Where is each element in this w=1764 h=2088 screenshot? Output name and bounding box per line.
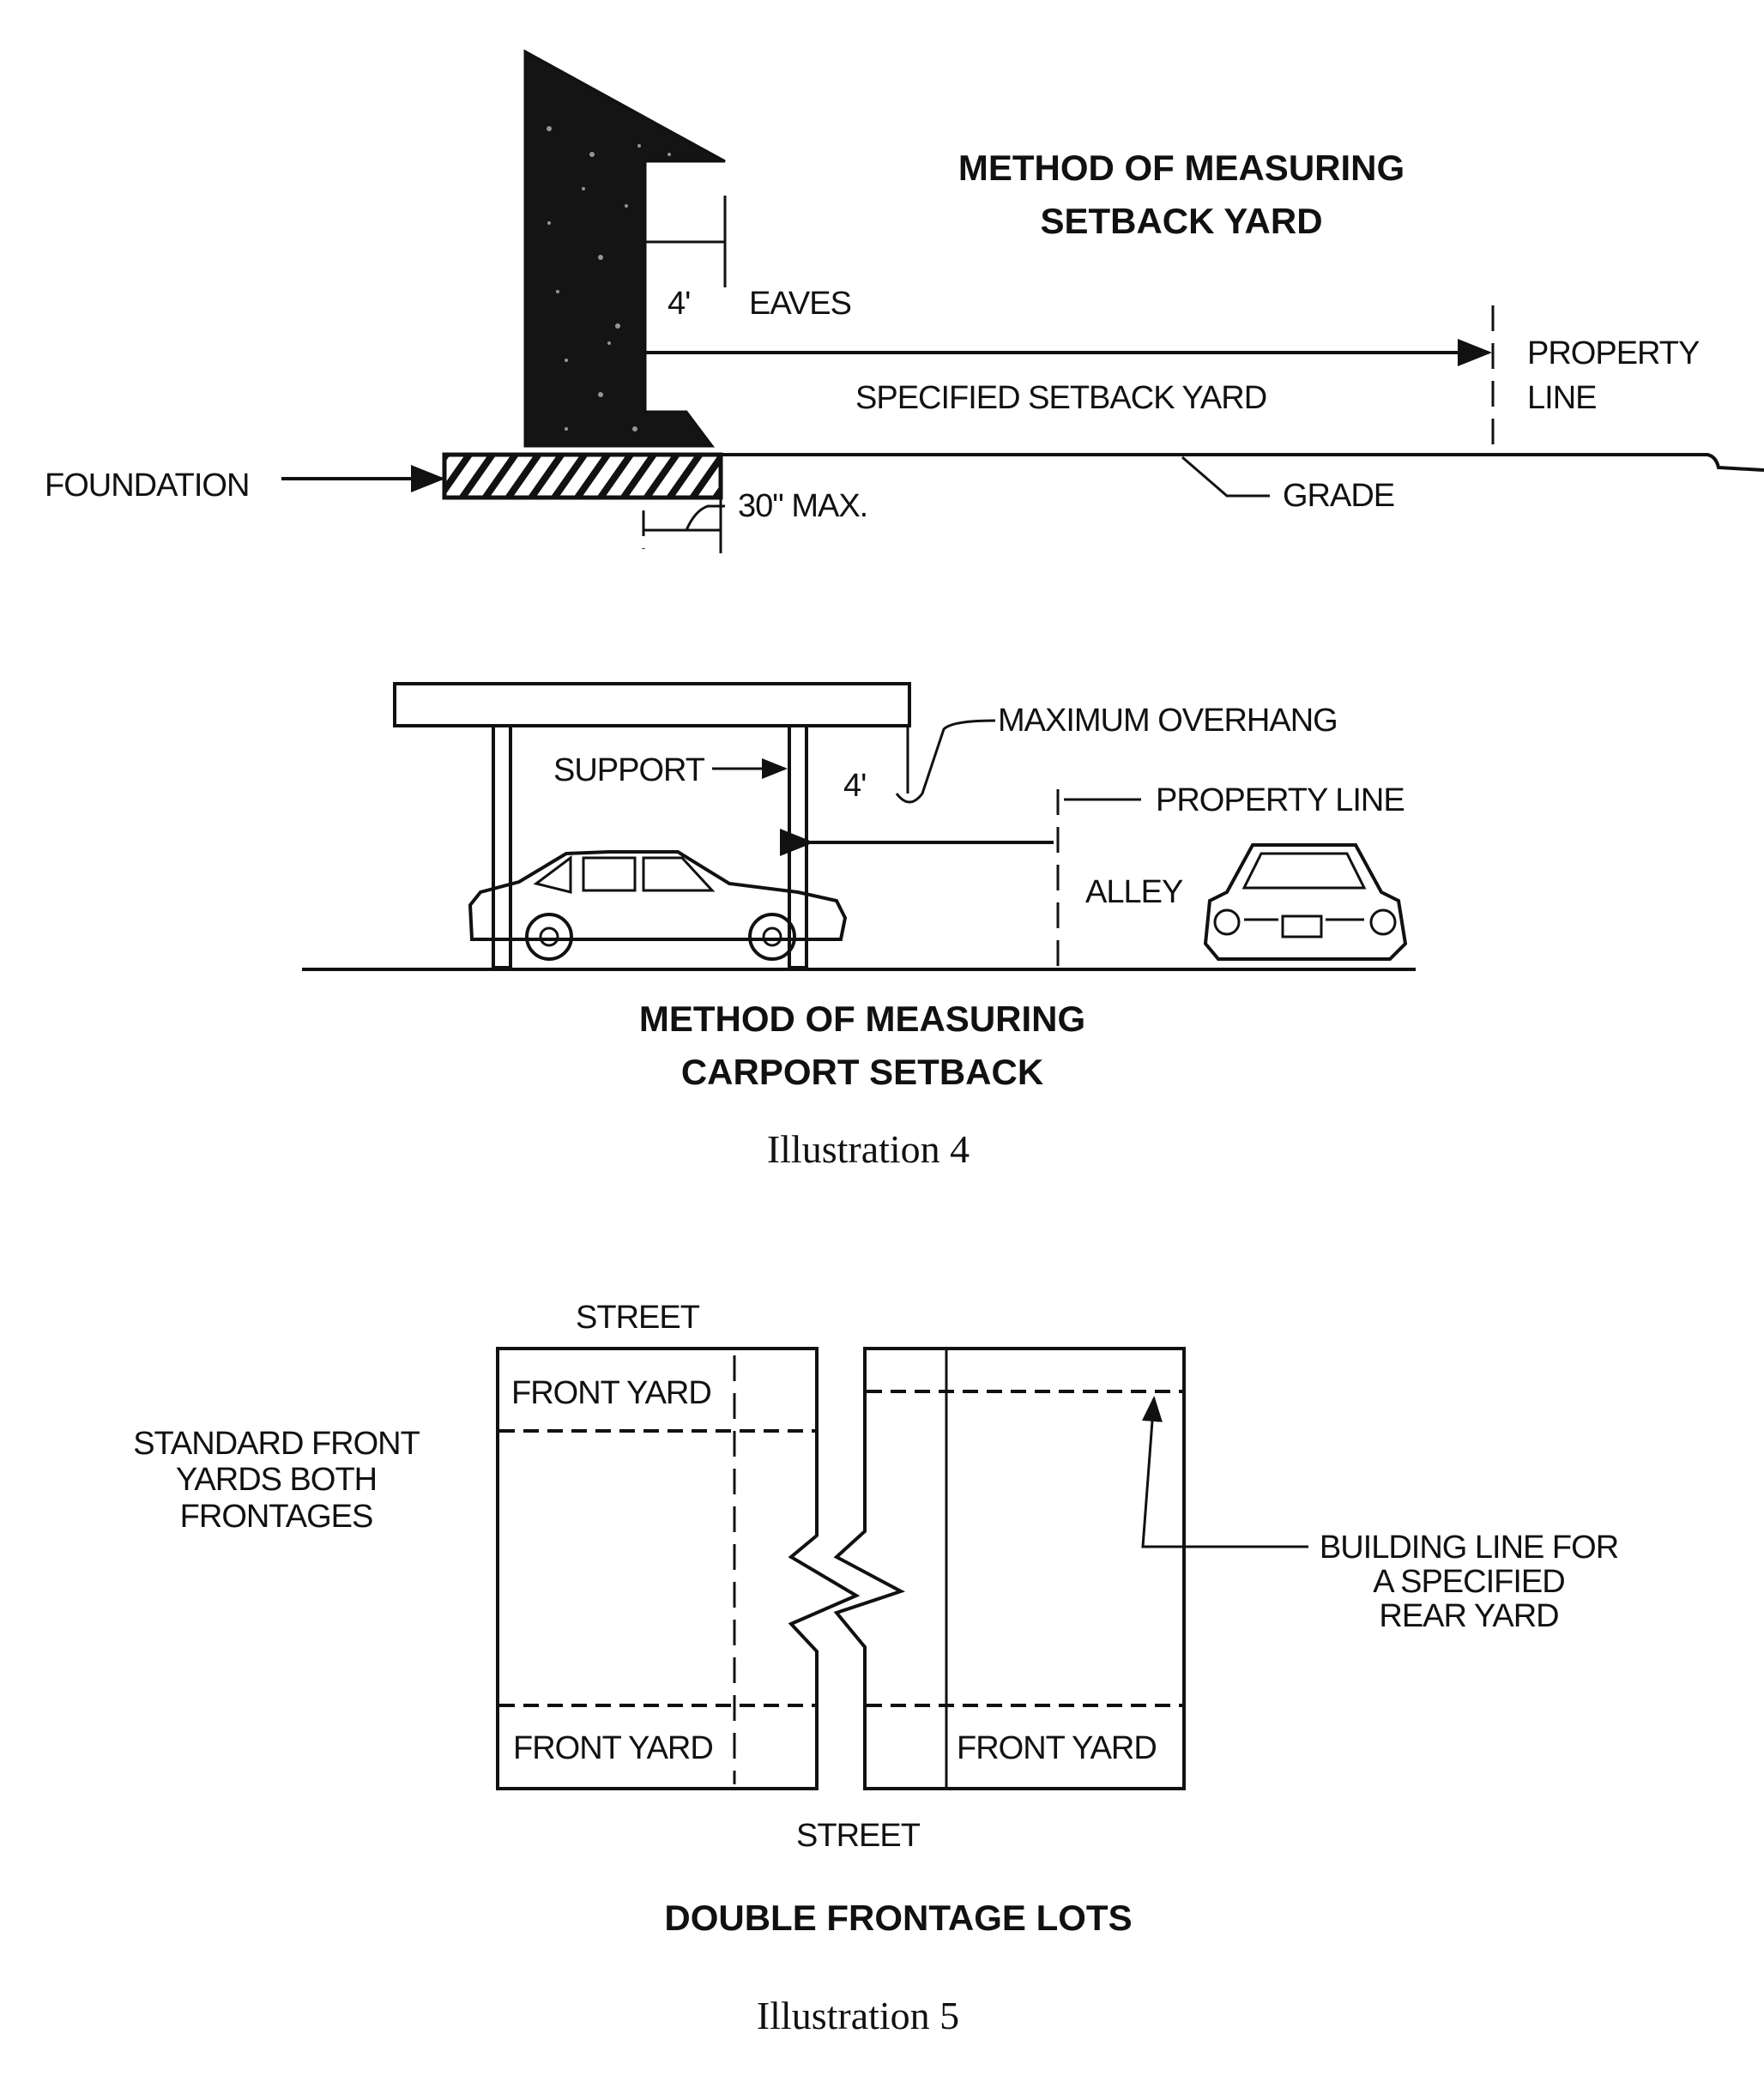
front-yard-top-left-label: FRONT YARD <box>511 1375 711 1411</box>
building-line-leader <box>1141 1396 1308 1548</box>
carport-support-left <box>492 724 512 969</box>
left-lot-outline <box>496 1347 861 1790</box>
left-note-line2: YARDS BOTH <box>176 1462 377 1498</box>
building-line-label-3: REAR YARD <box>1379 1598 1558 1634</box>
building-wall <box>523 49 726 448</box>
carport-property-line-label: PROPERTY LINE <box>1156 782 1405 818</box>
carport-support-right <box>788 724 808 969</box>
grade-label: GRADE <box>1283 478 1394 514</box>
max-depth-leader <box>685 504 725 531</box>
car-side-view-icon <box>468 850 848 961</box>
carport-diagram: 4' MAXIMUM OVERHANG SUPPORT PROPERTY LIN… <box>302 682 1416 1092</box>
property-line-label-2: LINE <box>1527 380 1596 416</box>
carport-roof <box>393 682 911 727</box>
alley-label: ALLEY <box>1085 874 1183 910</box>
setback-yard-diagram: 4' EAVES SPECIFIED SETBACK YARD PROPERTY… <box>45 49 1764 553</box>
right-lot-outline <box>833 1347 1186 1790</box>
overhang-dimension-label: 4' <box>843 768 866 804</box>
street-top-label: STREET <box>576 1300 700 1336</box>
double-frontage-diagram: STREET STANDARD FRONT YARDS BOTH FRONTAG… <box>133 1300 1619 1938</box>
max-depth-label: 30" MAX. <box>738 488 867 524</box>
property-line-label-1: PROPERTY <box>1527 335 1700 371</box>
grade-line <box>712 453 1764 472</box>
eaves-dimension-label: 4' <box>668 286 690 322</box>
front-yard-bottom-right-label: FRONT YARD <box>957 1730 1157 1766</box>
setback-title-line1: METHOD OF MEASURING <box>958 148 1405 188</box>
grade-leader <box>1181 456 1270 498</box>
foundation-label: FOUNDATION <box>45 468 249 504</box>
illustration-5-caption: Illustration 5 <box>757 1994 959 2037</box>
left-note-line3: FRONTAGES <box>180 1499 373 1535</box>
street-bottom-label: STREET <box>796 1818 921 1854</box>
setback-yard-label: SPECIFIED SETBACK YARD <box>855 380 1266 416</box>
foundation-footing <box>442 452 723 500</box>
building-line-label-2: A SPECIFIED <box>1373 1564 1564 1600</box>
carport-title-line2: CARPORT SETBACK <box>681 1052 1043 1092</box>
front-yard-bottom-left-label: FRONT YARD <box>513 1730 713 1766</box>
wall-texture <box>547 126 671 431</box>
support-label: SUPPORT <box>553 752 705 788</box>
overhang-leader <box>895 719 996 804</box>
car-front-view-icon <box>1203 843 1408 961</box>
maximum-overhang-label: MAXIMUM OVERHANG <box>998 703 1338 739</box>
building-line-label-1: BUILDING LINE FOR <box>1320 1530 1618 1566</box>
eaves-label: EAVES <box>749 286 851 322</box>
illustration-4-caption: Illustration 4 <box>767 1127 970 1171</box>
left-note-line1: STANDARD FRONT <box>133 1426 420 1462</box>
double-frontage-title: DOUBLE FRONTAGE LOTS <box>664 1898 1132 1938</box>
carport-title-line1: METHOD OF MEASURING <box>639 999 1085 1039</box>
setback-title-line2: SETBACK YARD <box>1040 201 1322 241</box>
